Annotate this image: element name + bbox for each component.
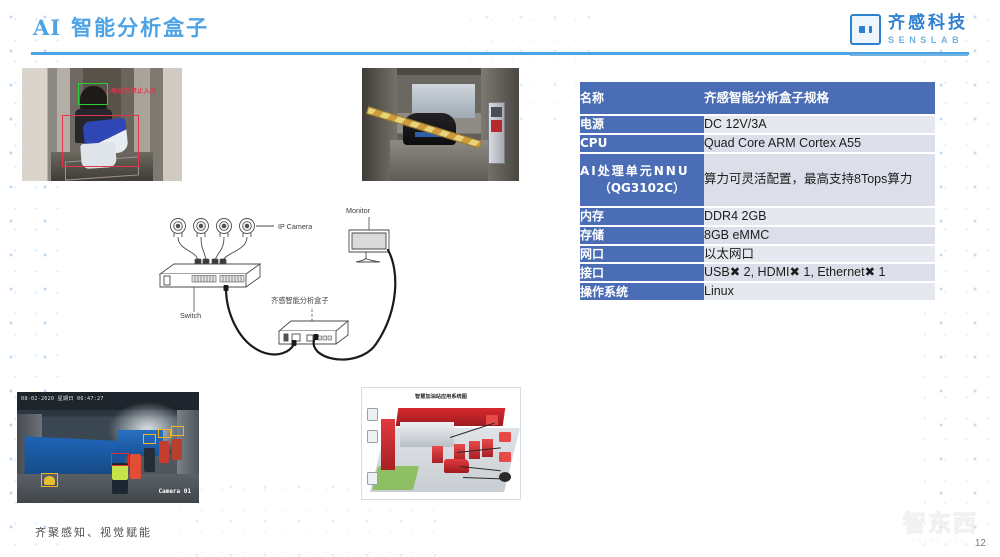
page-number: 12 — [974, 538, 986, 549]
video-timestamp: 08-02-2020 星期日 06:47:27 — [21, 396, 104, 402]
spec-key-nnu: AI处理单元NNU （QG3102C） — [580, 153, 704, 208]
alert-callout-icon — [498, 472, 511, 483]
worker-figure — [158, 440, 169, 464]
photo-construction-site-detection: 08-02-2020 星期日 06:47:27 Camera 01 — [17, 392, 199, 503]
spec-value-os: Linux — [704, 283, 935, 303]
watermark-en: zhidx.com — [911, 538, 970, 545]
analysis-box-icon — [277, 307, 350, 345]
photo-smart-gas-station-diagram: 智慧加油站应用系统图 — [361, 387, 521, 500]
detection-box-person — [78, 82, 109, 106]
table-row: 网口 以太网口 — [580, 245, 935, 265]
barrier-post — [487, 101, 505, 165]
alert-callout-icon — [498, 452, 511, 463]
ip-camera-icons — [170, 218, 255, 237]
worker-figure — [129, 454, 141, 479]
spec-key-memory: 内存 — [580, 207, 704, 227]
spec-value-power: DC 12V/3A — [704, 116, 935, 135]
detection-box-helmet — [170, 426, 184, 436]
table-header-row: 名称 齐感智能分析盒子规格 — [580, 82, 935, 116]
spec-value-memory: DDR4 2GB — [704, 207, 935, 227]
spec-key-os: 操作系统 — [580, 283, 704, 303]
cable-connectors — [223, 285, 319, 346]
table-row: AI处理单元NNU （QG3102C） 算力可灵活配置，最高支持8Tops算力 — [580, 153, 935, 208]
company-logo: 齐感科技 SENSLAB — [850, 14, 968, 45]
table-header-value: 齐感智能分析盒子规格 — [704, 82, 935, 116]
watermark: 智东西 zhidx.com — [902, 511, 978, 545]
specification-table: 名称 齐感智能分析盒子规格 电源 DC 12V/3A CPU Quad Core… — [580, 82, 935, 303]
detection-box-helmet — [158, 428, 171, 439]
spec-key-storage: 存储 — [580, 226, 704, 246]
alert-callout-icon — [498, 432, 511, 443]
label-monitor: Monitor — [346, 206, 371, 215]
spec-key-cpu: CPU — [580, 134, 704, 154]
monitor-device-icon — [366, 472, 378, 486]
spec-key-network: 网口 — [580, 245, 704, 265]
table-row: 电源 DC 12V/3A — [580, 116, 935, 135]
spec-value-network: 以太网口 — [704, 245, 935, 265]
detection-box-ebike — [62, 115, 139, 168]
photo-elevator-ebike-detection: ⚠电动车禁止入内 — [22, 68, 182, 181]
logo-underline — [850, 54, 968, 56]
worker-figure — [144, 447, 156, 472]
specification-table-body: 名称 齐感智能分析盒子规格 电源 DC 12V/3A CPU Quad Core… — [580, 82, 935, 303]
table-row: 存储 8GB eMMC — [580, 226, 935, 246]
station-fuel-pump — [453, 443, 465, 462]
page-title-en: AI — [33, 15, 62, 40]
spec-key-power: 电源 — [580, 116, 704, 135]
network-topology-diagram: IP Camera Switch Monitor 齐感智能分析盒子 — [150, 192, 405, 367]
spec-key-nnu-model: （QG3102C） — [598, 181, 686, 196]
watermark-cn: 智东西 — [902, 511, 978, 537]
table-row: 接口 USB✖ 2, HDMI✖ 1, Ethernet✖ 1 — [580, 264, 935, 284]
switch-icon — [158, 263, 262, 312]
spec-value-cpu: Quad Core ARM Cortex A55 — [704, 134, 935, 154]
table-row: 内存 DDR4 2GB — [580, 207, 935, 227]
camera-label: Camera 01 — [158, 488, 191, 495]
garage-exit-light — [412, 83, 476, 118]
alert-callout-icon — [485, 414, 498, 425]
table-header-name: 名称 — [580, 82, 704, 116]
station-fuel-pump — [431, 445, 443, 464]
station-diagram-title: 智慧加油站应用系统图 — [415, 394, 467, 400]
monitor-icon — [348, 217, 390, 263]
worker-figure — [171, 438, 182, 460]
station-vehicle — [444, 459, 470, 474]
spec-key-interface: 接口 — [580, 264, 704, 284]
station-building — [399, 422, 454, 447]
worker-vest — [111, 465, 128, 480]
footer-tagline: 齐聚感知、视觉赋能 — [35, 526, 152, 539]
table-row: CPU Quad Core ARM Cortex A55 — [580, 134, 935, 154]
warning-label: ⚠电动车禁止入内 — [105, 88, 157, 96]
photo-parking-barrier-gate — [362, 68, 519, 181]
detection-box-helmet — [142, 434, 157, 445]
garage-road — [390, 140, 488, 181]
station-price-pylon — [380, 419, 396, 471]
label-ip-camera: IP Camera — [278, 222, 312, 231]
logo-text: 齐感科技 SENSLAB — [888, 12, 968, 45]
page-title-cn: 智能分析盒子 — [71, 15, 210, 40]
title-underline — [31, 52, 969, 55]
background-dots-right — [924, 0, 1000, 557]
detection-box-helmet-ground — [40, 473, 58, 488]
spec-value-nnu: 算力可灵活配置，最高支持8Tops算力 — [704, 153, 935, 208]
chip-icon — [850, 14, 881, 45]
label-analysis-box: 齐感智能分析盒子 — [271, 296, 329, 305]
spec-value-storage: 8GB eMMC — [704, 226, 935, 246]
spec-value-interface: USB✖ 2, HDMI✖ 1, Ethernet✖ 1 — [704, 264, 935, 284]
logo-name-cn: 齐感科技 — [888, 12, 968, 33]
table-row: 操作系统 Linux — [580, 283, 935, 303]
logo-name-en: SENSLAB — [888, 34, 964, 45]
detection-box-no-helmet — [110, 453, 129, 467]
helmet-object — [44, 476, 56, 486]
label-switch: Switch — [180, 311, 201, 320]
page-title: AI 智能分析盒子 — [33, 12, 209, 42]
camera-device-icon — [366, 407, 378, 421]
spec-key-nnu-main: AI处理单元NNU — [580, 164, 690, 179]
sensor-device-icon — [366, 430, 378, 444]
